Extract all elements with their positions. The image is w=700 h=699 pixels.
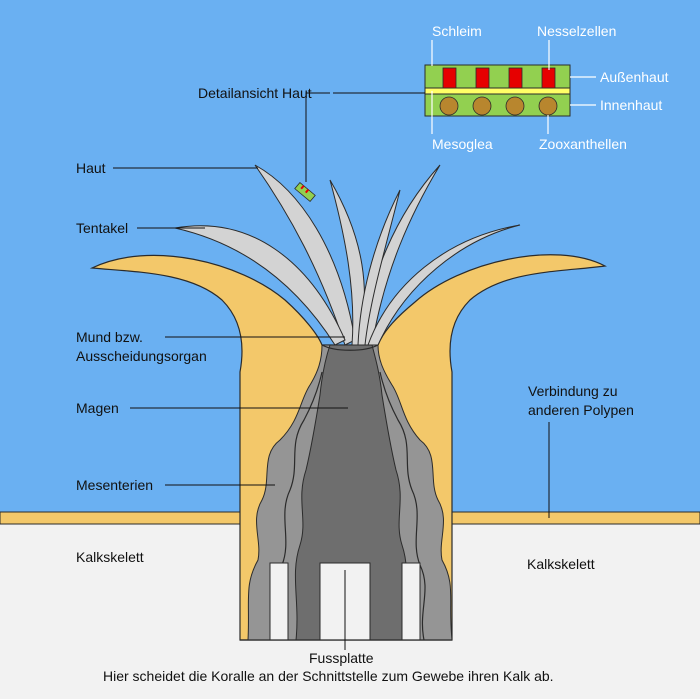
label-mucus: Schleim [432, 23, 482, 39]
septum-1 [269, 562, 289, 641]
tentacle-1 [254, 164, 356, 346]
skin-detail-inset: Schleim Nesselzellen Außenhaut Innenhaut… [424, 23, 669, 152]
label-mouth-line2: Ausscheidungsorgan [76, 348, 207, 364]
mesoglea-layer [424, 87, 571, 95]
leader-detail-skin [305, 92, 330, 182]
label-nematocysts: Nesselzellen [537, 23, 616, 39]
mouth-opening [321, 344, 379, 351]
label-skin: Haut [76, 160, 106, 176]
label-inner-skin: Innenhaut [600, 97, 662, 113]
caption: Hier scheidet die Koralle an der Schnitt… [103, 668, 554, 684]
zooxanthella-3 [505, 96, 525, 116]
nematocyst-3 [508, 67, 523, 89]
label-foot-plate: Fussplatte [309, 650, 374, 666]
label-connection-line1: Verbindung zu [528, 383, 618, 399]
nematocyst-2 [475, 67, 490, 89]
label-mouth-line1: Mund bzw. [76, 329, 143, 345]
label-mesoglea: Mesoglea [432, 136, 493, 152]
label-stomach: Magen [76, 400, 119, 416]
septum-3 [401, 562, 421, 641]
label-skeleton-left: Kalkskelett [76, 549, 144, 565]
label-connection-line2: anderen Polypen [528, 402, 634, 418]
zooxanthella-4 [538, 96, 558, 116]
label-zooxanthellae: Zooxanthellen [539, 136, 627, 152]
zooxanthella-2 [472, 96, 492, 116]
label-outer-skin: Außenhaut [600, 69, 669, 85]
connecting-tissue-right [449, 511, 700, 525]
tentacle-5 [367, 224, 521, 346]
connecting-tissue-left [0, 511, 251, 525]
tentacle-6 [357, 189, 401, 346]
nematocyst-4 [541, 67, 556, 89]
mesentery-fold-right [379, 371, 426, 641]
skin-sample-marker [294, 181, 316, 203]
zooxanthella-1 [439, 96, 459, 116]
tentacle-2 [174, 225, 346, 346]
label-skeleton-right: Kalkskelett [527, 556, 595, 572]
label-mesenteries: Mesenterien [76, 477, 153, 493]
label-detail-skin: Detailansicht Haut [198, 85, 312, 101]
label-tentacle: Tentakel [76, 220, 128, 236]
nematocyst-1 [442, 67, 457, 89]
